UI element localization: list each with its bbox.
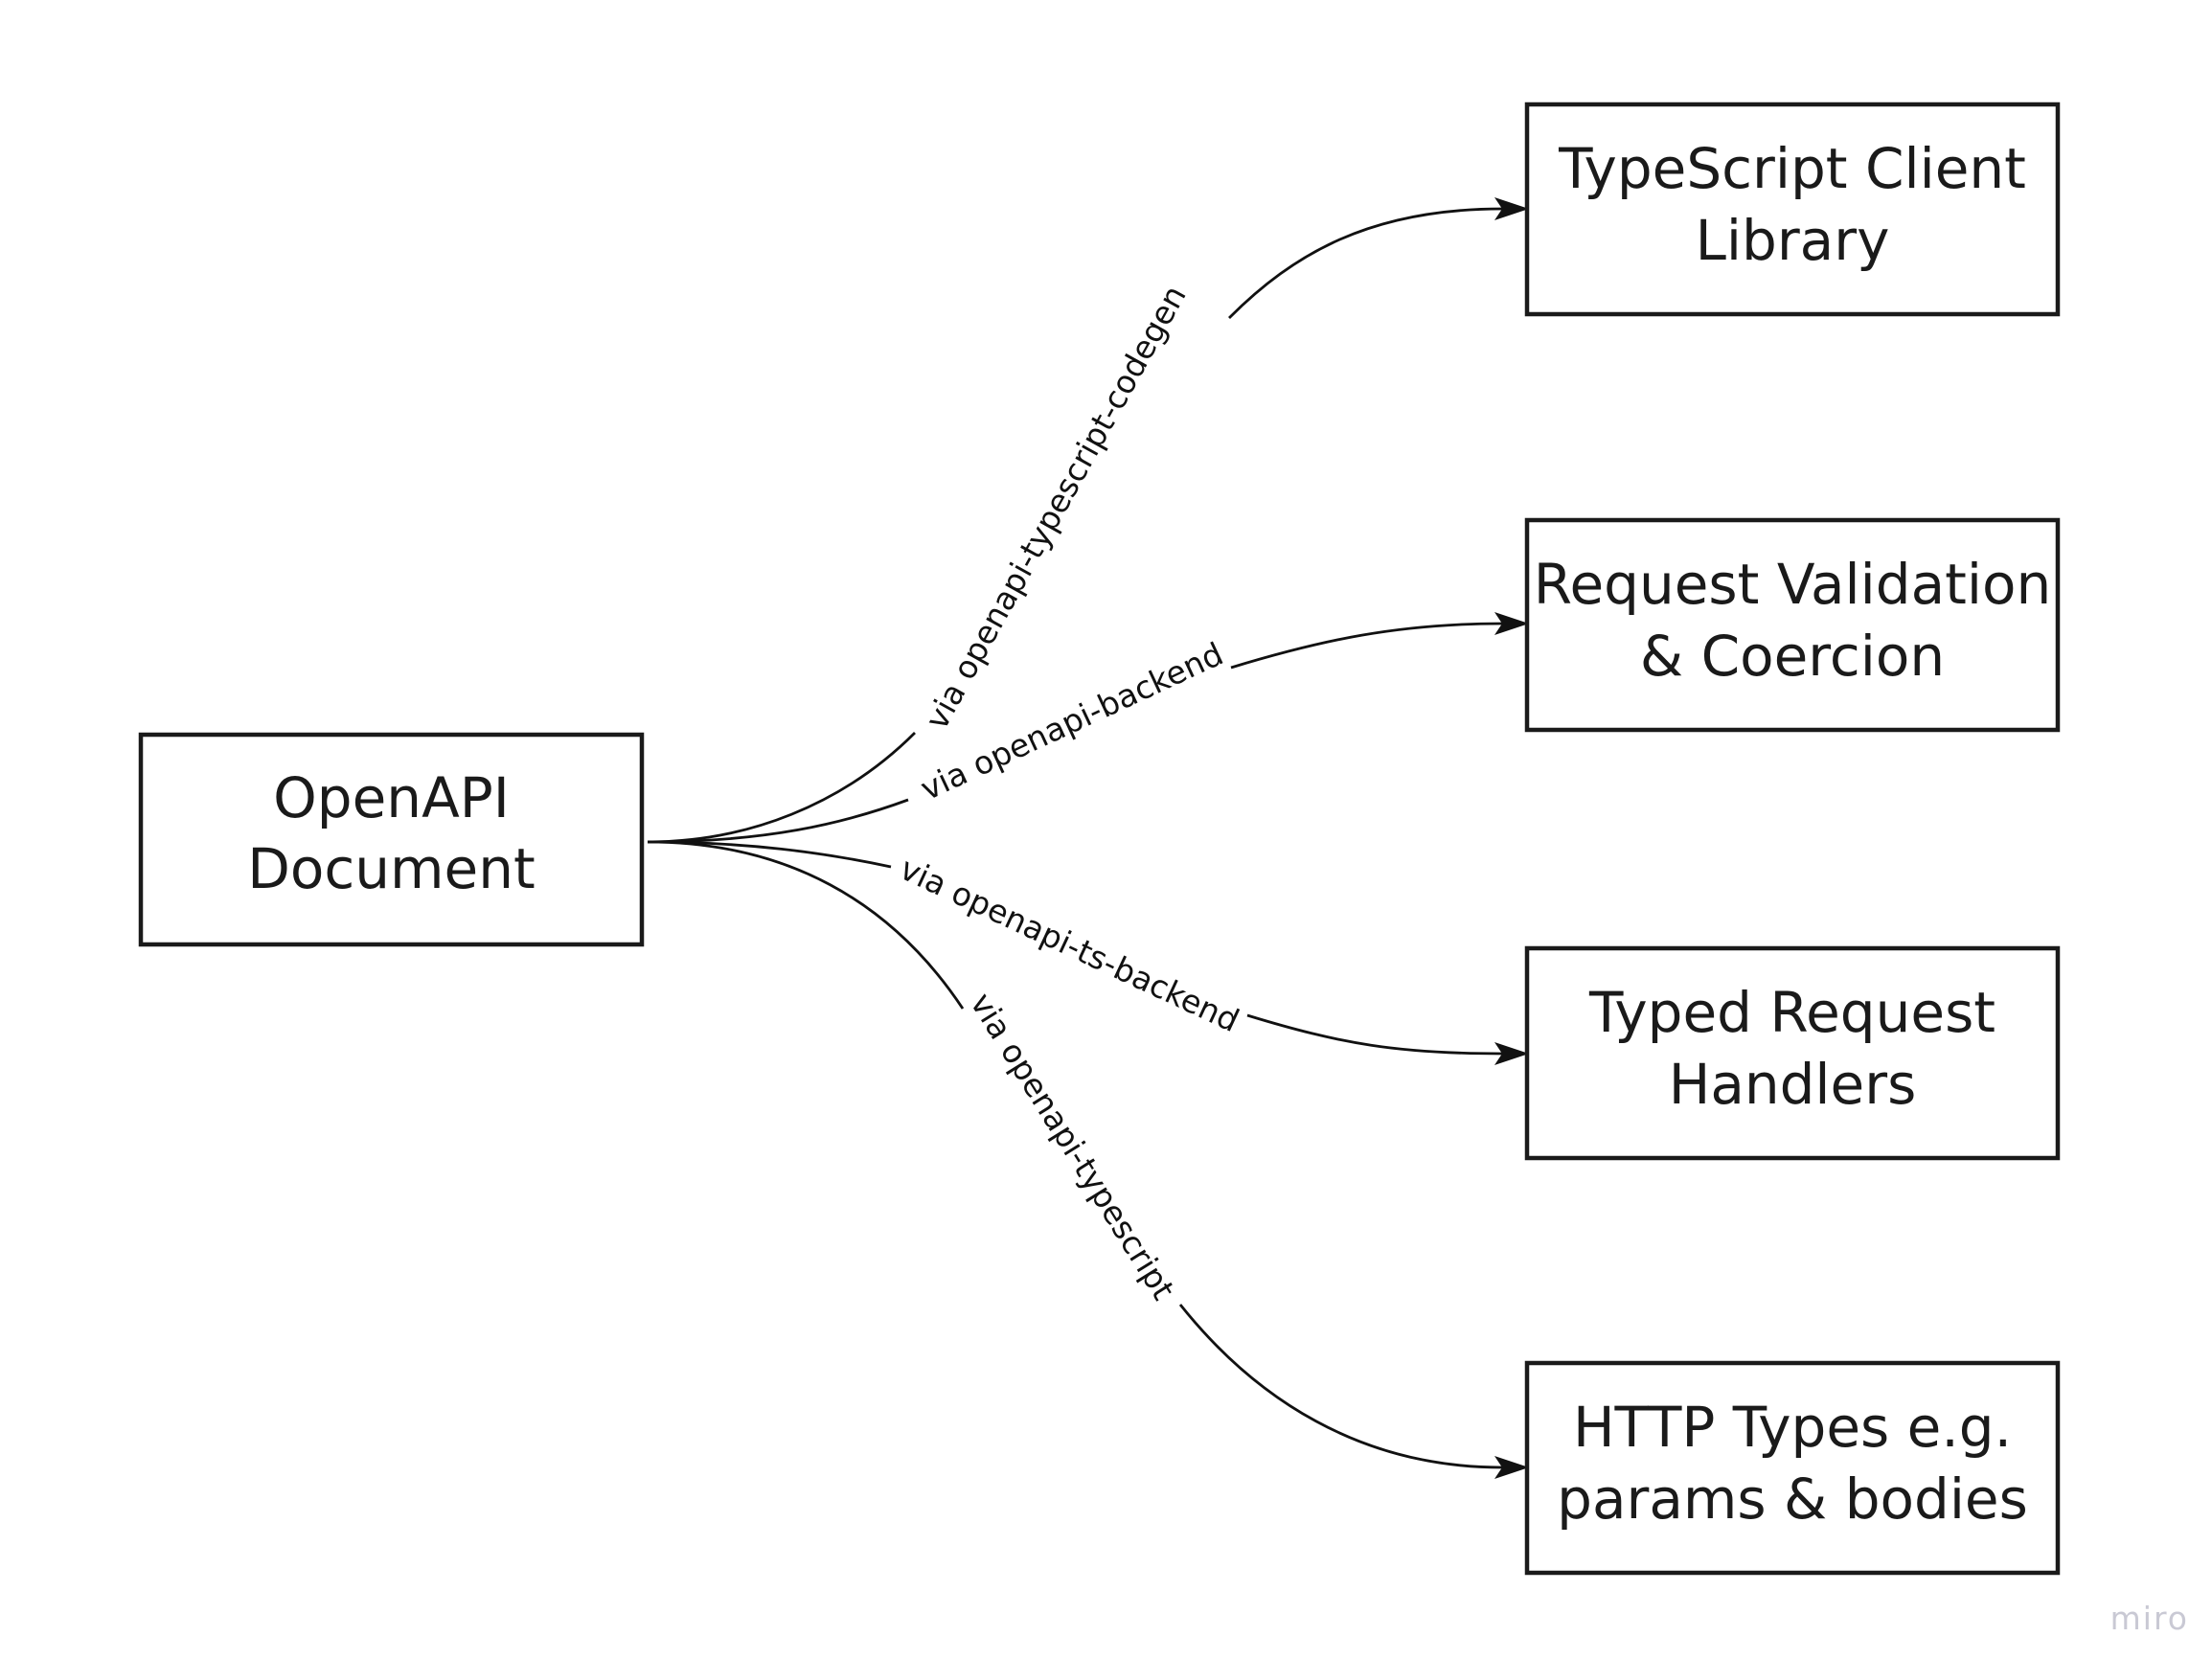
node-source-line1: OpenAPI [273,765,510,830]
node-openapi-document[interactable]: OpenAPI Document [138,732,645,947]
edge-line-1 [647,732,916,844]
node-target-4-line1: HTTP Types e.g. [1573,1395,2012,1460]
edge-typescript-codegen[interactable]: via openapi-typescript-codegen [647,197,1529,844]
node-target-2-line2: & Coercion [1640,624,1945,689]
node-target-2-line1: Request Validation [1534,552,2051,617]
node-typed-request-handlers[interactable]: Typed Request Handlers [1524,945,2061,1161]
arrowhead-2 [1494,612,1529,635]
node-box-target-1 [1524,102,2061,317]
arrowhead-3 [1494,1042,1529,1065]
node-http-types[interactable]: HTTP Types e.g. params & bodies [1524,1360,2061,1576]
node-target-3-line2: Handlers [1669,1052,1917,1117]
edge-label-openapi-typescript: via openapi-typescript [963,987,1182,1307]
node-source-line2: Document [247,836,535,901]
node-target-4-line2: params & bodies [1557,1466,2028,1532]
edge-line-4 [647,840,965,1010]
node-target-3-line1: Typed Request [1588,980,1995,1045]
arrowhead-1 [1494,197,1529,220]
node-typescript-client-library[interactable]: TypeScript Client Library [1524,102,2061,317]
edge-line-1b [1228,207,1503,319]
node-target-1-line2: Library [1696,208,1890,273]
edge-line-4b [1178,1304,1503,1469]
edge-openapi-ts-backend[interactable]: via openapi-ts-backend [647,840,1529,1065]
node-box-target-4 [1524,1360,2061,1576]
node-box-target-2 [1524,517,2061,733]
node-box-source [138,732,645,947]
edge-line-3 [647,840,892,869]
edge-label-openapi-ts-backend: via openapi-ts-backend [895,850,1245,1039]
edge-line-2 [647,798,909,844]
node-request-validation[interactable]: Request Validation & Coercion [1524,517,2061,733]
edge-line-2b [1230,622,1503,670]
miro-watermark: miro [2110,1600,2189,1637]
arrowhead-4 [1494,1456,1529,1479]
node-box-target-3 [1524,945,2061,1161]
edge-line-3b [1246,1013,1503,1056]
node-target-1-line1: TypeScript Client [1558,136,2026,201]
edge-openapi-backend[interactable]: via openapi-backend [647,612,1529,844]
